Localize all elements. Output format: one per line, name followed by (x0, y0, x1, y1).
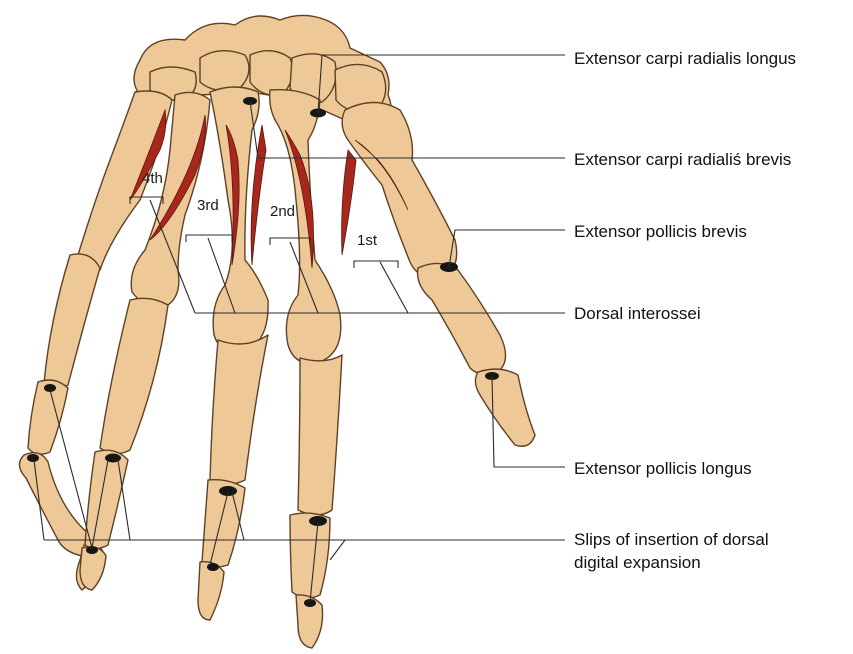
label-extensor-pollicis-longus: Extensor pollicis longus (574, 457, 752, 480)
label-slips-line-2: digital expansion (574, 551, 701, 574)
label-extensor-carpi-radialis-brevis: Extensor carpi radialiś brevis (574, 148, 791, 171)
interosseous-1st: 1st (357, 232, 378, 249)
interosseous-4th: 4th (142, 170, 163, 187)
interosseous-2nd: 2nd (270, 203, 295, 220)
label-dorsal-interossei: Dorsal interossei (574, 302, 701, 325)
label-slips-line-1: Slips of insertion of dorsal (574, 528, 769, 551)
label-extensor-pollicis-brevis: Extensor pollicis brevis (574, 220, 747, 243)
interosseous-3rd: 3rd (197, 197, 219, 214)
label-extensor-carpi-radialis-longus: Extensor carpi radialis longus (574, 47, 796, 70)
